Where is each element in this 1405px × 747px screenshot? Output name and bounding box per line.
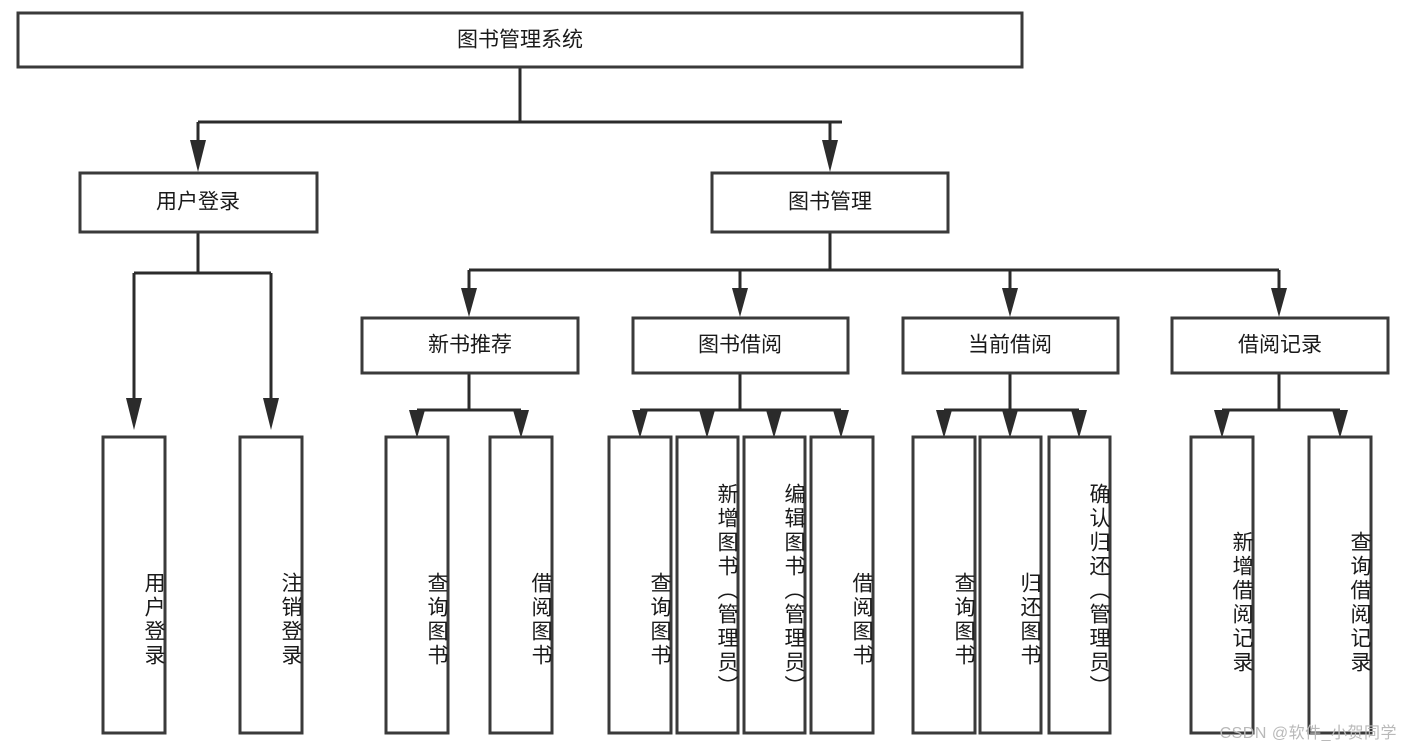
arrow-to-leaf-return-book [1002, 410, 1018, 438]
node-new-book-recommend[interactable]: 新书推荐 [360, 316, 580, 375]
node-new-book-recommend-label: 新书推荐 [428, 334, 512, 357]
leaf-box-query-book-1[interactable] [384, 435, 450, 735]
node-borrow-record[interactable]: 借阅记录 [1170, 316, 1390, 375]
node-root-label: 图书管理系统 [457, 29, 583, 52]
connectors-current-borrow-to-leaves [936, 373, 1087, 438]
connectors-new-book-recommend-to-leaves [409, 373, 529, 438]
connectors-book-management-to-level3 [461, 232, 1287, 317]
node-book-borrow[interactable]: 图书借阅 [631, 316, 850, 375]
arrow-to-leaf-add-record [1214, 410, 1230, 438]
csdn-watermark: CSDN @软件_小贺同学 [1219, 725, 1397, 742]
node-current-borrow[interactable]: 当前借阅 [901, 316, 1120, 375]
node-root[interactable]: 图书管理系统 [16, 11, 1024, 69]
connectors-book-borrow-to-leaves [632, 373, 849, 438]
leaf-box-borrow-book-1[interactable] [488, 435, 554, 735]
arrow-to-current-borrow [1002, 288, 1018, 317]
leaf-box-edit-book[interactable] [742, 435, 807, 735]
connectors-user-login-to-leaves [126, 232, 279, 430]
connectors-root-to-level2 [190, 67, 842, 172]
arrow-to-leaf-borrow-book-2 [833, 410, 849, 438]
node-user-login-label: 用户登录 [156, 191, 240, 214]
leaf-box-query-record[interactable] [1307, 435, 1373, 735]
connectors-borrow-record-to-leaves [1214, 373, 1348, 438]
leaf-box-return-book[interactable] [978, 435, 1043, 735]
arrow-to-leaf-add-book [699, 410, 715, 438]
leaf-box-user-login[interactable] [101, 435, 167, 735]
leaf-box-query-book-3[interactable] [911, 435, 977, 735]
arrow-to-leaf-query-record [1332, 410, 1348, 438]
leaf-box-query-book-2[interactable] [607, 435, 673, 735]
arrow-to-leaf-edit-book [766, 410, 782, 438]
node-book-borrow-label: 图书借阅 [698, 334, 782, 357]
arrow-to-leaf-logout [263, 398, 279, 430]
node-book-management[interactable]: 图书管理 [710, 171, 950, 234]
arrow-to-leaf-query-book-2 [632, 410, 648, 438]
node-book-management-label: 图书管理 [788, 191, 872, 214]
leaf-box-add-book[interactable] [675, 435, 740, 735]
arrow-to-book-borrow [732, 288, 748, 317]
arrow-to-new-book-recommend [461, 288, 477, 317]
arrow-to-borrow-record [1271, 288, 1287, 317]
leaf-box-logout[interactable] [238, 435, 304, 735]
arrow-to-leaf-borrow-book-1 [513, 410, 529, 438]
arrow-to-user-login [190, 140, 206, 172]
arrow-to-book-management [822, 140, 838, 172]
node-current-borrow-label: 当前借阅 [968, 334, 1052, 357]
arrow-to-leaf-query-book-3 [936, 410, 952, 438]
arrow-to-leaf-user-login [126, 398, 142, 430]
arrow-to-leaf-query-book-1 [409, 410, 425, 438]
node-user-login[interactable]: 用户登录 [78, 171, 319, 234]
leaf-box-confirm-return[interactable] [1047, 435, 1112, 735]
leaf-box-add-record[interactable] [1189, 435, 1255, 735]
leaf-box-borrow-book-2[interactable] [809, 435, 875, 735]
arrow-to-leaf-confirm-return [1071, 410, 1087, 438]
node-borrow-record-label: 借阅记录 [1238, 334, 1322, 357]
